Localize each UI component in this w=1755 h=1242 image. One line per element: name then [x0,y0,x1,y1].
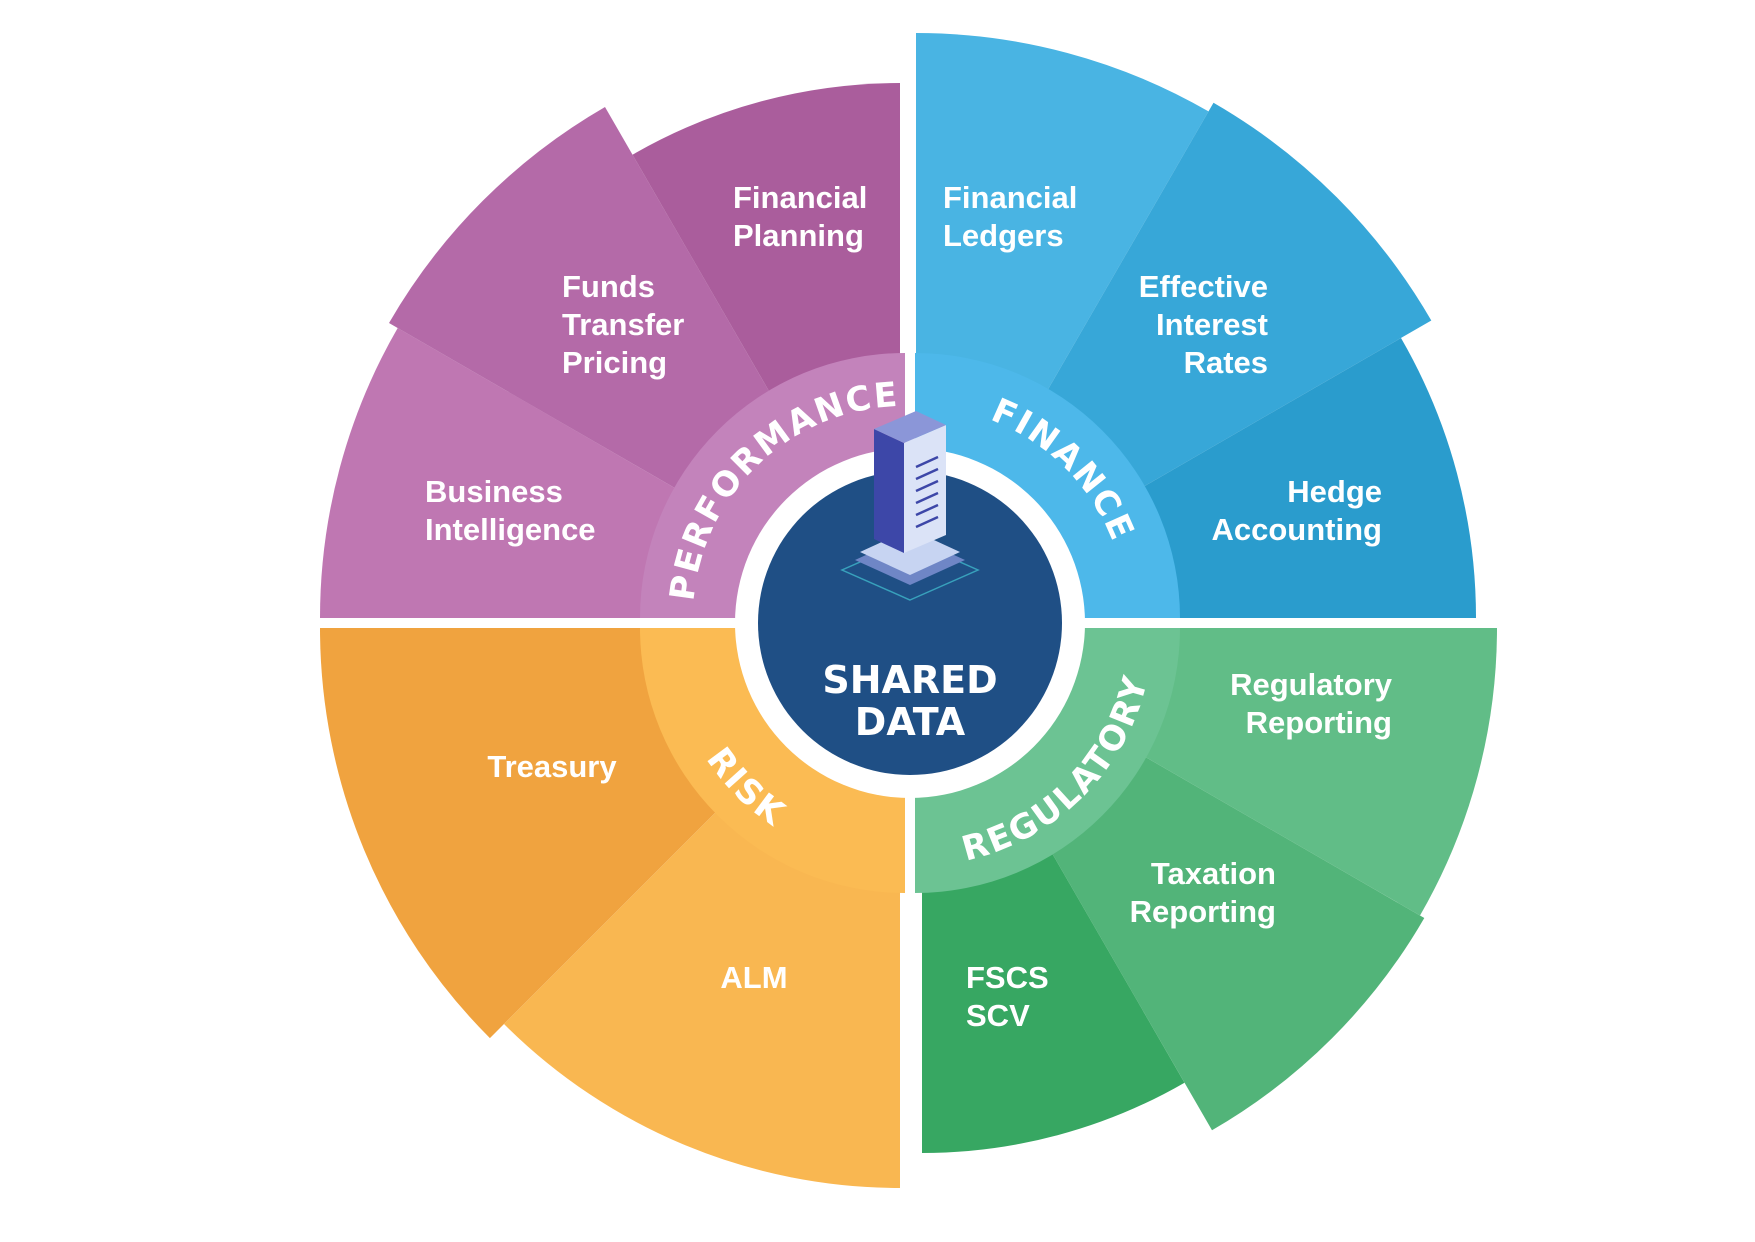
hub-circle [758,471,1062,775]
center-hub: SHARED DATA [735,411,1085,798]
center-label-line2: DATA [855,700,966,744]
center-label-line1: SHARED [822,658,997,702]
label-alm: ALM [720,960,787,995]
server-icon [840,411,980,601]
label-treasury: Treasury [487,749,617,784]
